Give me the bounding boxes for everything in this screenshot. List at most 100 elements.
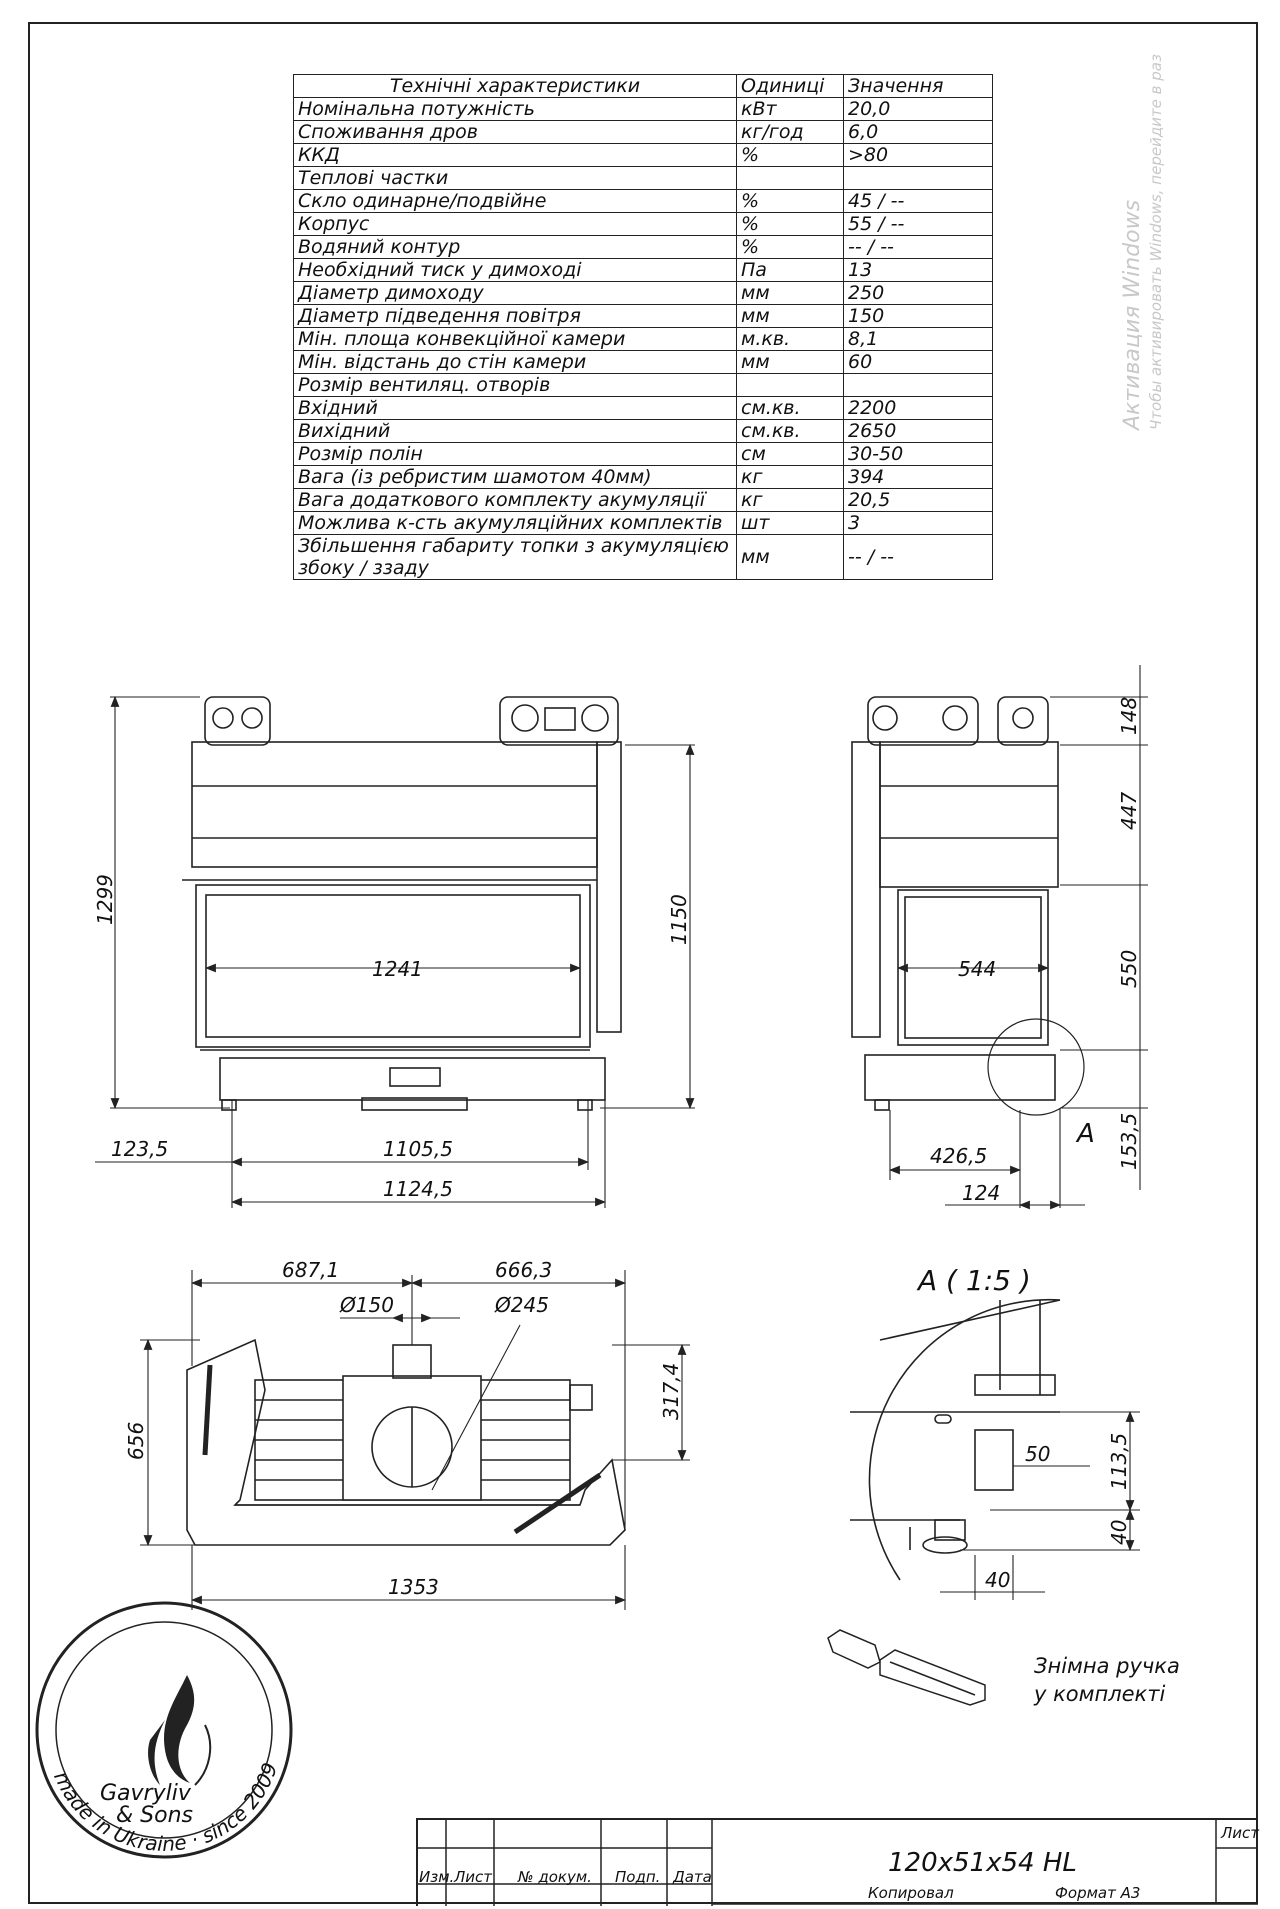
top-left-part: 687,1 [282, 1258, 339, 1282]
spec-unit: % [736, 235, 844, 259]
spec-characteristic: Діаметр підведення повітря [293, 304, 737, 328]
detail-dim-40-horizontal: 40 [985, 1568, 1010, 1592]
spec-unit: см [736, 442, 844, 466]
top-right-part: 666,3 [495, 1258, 552, 1282]
title-block-grid [416, 1818, 1258, 1906]
top-view [186, 1338, 626, 1546]
front-height-body: 1150 [667, 894, 691, 945]
drawing-title: 120x51x54 HL [888, 1848, 1077, 1878]
flame-icon [148, 1675, 195, 1785]
spec-value: 60 [843, 350, 993, 374]
front-width-total: 1124,5 [383, 1177, 453, 1201]
top-view-dimensions [140, 1270, 690, 1610]
spec-value [843, 166, 993, 190]
tb-header-doc: № докум. [518, 1868, 592, 1886]
spec-unit: мм [736, 281, 844, 305]
spec-unit [736, 166, 844, 190]
tb-header-date: Дата [673, 1868, 712, 1886]
side-dim-447: 447 [1117, 792, 1141, 830]
watermark-line2: Чтобы активировать Windows, перейдите в … [1147, 54, 1165, 430]
drawing-frame [28, 22, 1258, 1904]
handle-note-line2: у комплекті [1034, 1682, 1166, 1706]
spec-row: Розмір вентиляц. отворів [293, 373, 993, 397]
top-width: 1353 [388, 1575, 439, 1599]
detail-dim-113-5: 113,5 [1107, 1433, 1131, 1490]
spec-table-header: Технічні характеристики Одиниці Значення [293, 74, 993, 98]
spec-unit [736, 373, 844, 397]
brand-line1: Gavryliv [100, 1781, 192, 1806]
spec-characteristic: Вихідний [293, 419, 737, 443]
spec-unit: мм [736, 304, 844, 328]
spec-characteristic: Розмір вентиляц. отворів [293, 373, 737, 397]
spec-characteristic: Теплові частки [293, 166, 737, 190]
tb-format: Формат А3 [1055, 1884, 1141, 1902]
spec-unit: кг/год [736, 120, 844, 144]
spec-value: 13 [843, 258, 993, 282]
spec-row: Корпус%55 / -- [293, 212, 993, 236]
front-height-total: 1299 [93, 874, 117, 925]
spec-characteristic: Вхідний [293, 396, 737, 420]
side-dim-153-5: 153,5 [1117, 1113, 1141, 1170]
spec-value: 2200 [843, 396, 993, 420]
watermark-line1: Активация Windows [1120, 200, 1145, 432]
detail-dim-50: 50 [1025, 1442, 1050, 1466]
spec-characteristic: Споживання дров [293, 120, 737, 144]
spec-unit: м.кв. [736, 327, 844, 351]
windows-watermark: Активация Windows Чтобы активировать Win… [1120, 54, 1165, 432]
header-units: Одиниці [736, 74, 844, 98]
top-offset: 317,4 [659, 1363, 683, 1420]
detail-a-dimensions [940, 1410, 1140, 1600]
side-depth: 426,5 [930, 1144, 987, 1168]
title-block: Изм. Лист № докум. Подп. Дата 120x51x54 … [416, 1818, 1260, 1906]
spec-value: 6,0 [843, 120, 993, 144]
spec-row: Теплові частки [293, 166, 993, 190]
top-air-diameter: Ø150 [339, 1293, 394, 1317]
spec-unit: мм [736, 534, 844, 580]
tb-header-list: Лист [454, 1868, 493, 1886]
spec-unit: % [736, 143, 844, 167]
spec-table: Технічні характеристики Одиниці Значення… [293, 74, 993, 580]
spec-characteristic: Водяний контур [293, 235, 737, 259]
removable-handle-sketch [827, 1629, 986, 1706]
spec-row: Водяний контур%-- / -- [293, 235, 993, 259]
spec-characteristic: Необхідний тиск у димоході [293, 258, 737, 282]
top-flue-diameter: Ø245 [494, 1293, 549, 1317]
handle-note: Знімна ручка у комплекті [1034, 1652, 1180, 1708]
detail-title: A ( 1:5 ) [916, 1264, 1031, 1297]
spec-value: -- / -- [843, 534, 993, 580]
tb-sheet-label: Лист [1221, 1824, 1260, 1842]
brand-line2: & Sons [116, 1803, 193, 1828]
spec-characteristic: Розмір полін [293, 442, 737, 466]
spec-characteristic: Вага (із ребристим шамотом 40мм) [293, 465, 737, 489]
brand-logo: Gavryliv & Sons made in Ukraine · since … [35, 1601, 293, 1859]
detail-dim-40-vertical: 40 [1107, 1520, 1131, 1545]
front-glass-width: 1241 [372, 957, 423, 981]
spec-unit: % [736, 212, 844, 236]
top-depth: 656 [124, 1422, 148, 1460]
spec-value: 45 / -- [843, 189, 993, 213]
side-view-dimensions [888, 665, 1148, 1210]
spec-unit: см.кв. [736, 419, 844, 443]
tb-header-izm: Изм. [419, 1868, 455, 1886]
side-dim-148: 148 [1117, 697, 1141, 735]
spec-value: -- / -- [843, 235, 993, 259]
spec-value: 20,5 [843, 488, 993, 512]
front-view-dimensions [95, 695, 695, 1208]
spec-characteristic: Корпус [293, 212, 737, 236]
spec-row: Збільшення габариту топки з акумуляцією … [293, 534, 993, 580]
spec-characteristic: Збільшення габариту топки з акумуляцією … [293, 534, 737, 580]
tb-header-sign: Подп. [615, 1868, 661, 1886]
tb-copied: Копировал [868, 1884, 954, 1902]
